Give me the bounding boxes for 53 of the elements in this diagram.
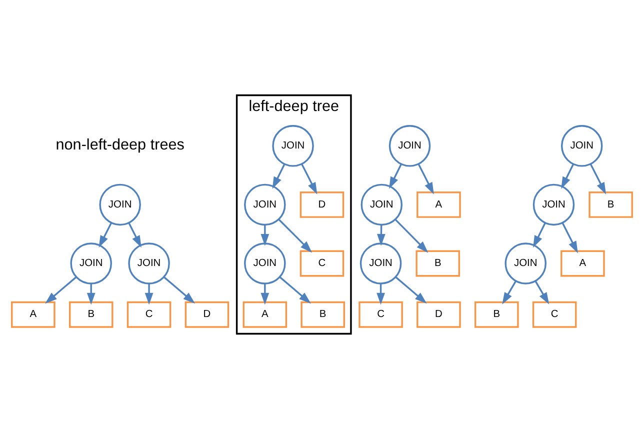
node-circle: JOIN	[560, 124, 603, 166]
node-circle: JOIN	[99, 183, 141, 226]
arrow	[395, 276, 427, 304]
node-circle: JOIN	[360, 183, 403, 226]
node-box: C	[126, 300, 172, 328]
arrow	[279, 276, 311, 304]
arrow	[394, 218, 428, 252]
node-box: C	[532, 300, 577, 328]
arrow	[502, 280, 517, 304]
arrow	[260, 224, 270, 246]
node-box: A	[11, 300, 56, 328]
node-box: D	[300, 191, 344, 218]
node-circle: JOIN	[70, 242, 112, 284]
node-circle: JOIN	[360, 242, 402, 284]
arrow	[533, 222, 546, 248]
node-box: B	[588, 191, 633, 218]
node-circle: JOIN	[504, 242, 546, 284]
arrow	[534, 280, 550, 304]
arrow	[260, 283, 270, 304]
node-box: B	[416, 250, 460, 276]
arrow	[418, 163, 434, 194]
arrow	[301, 163, 318, 194]
arrow	[272, 163, 286, 188]
node-box: D	[184, 300, 230, 328]
arrow	[128, 222, 142, 248]
arrow	[377, 224, 386, 246]
node-box: A	[242, 300, 288, 328]
arrow	[86, 283, 96, 304]
label: non-left-deep trees	[56, 136, 184, 154]
node-box: A	[560, 250, 605, 276]
node-circle: JOIN	[532, 183, 575, 226]
node-circle: JOIN	[244, 183, 286, 226]
arrow	[98, 222, 112, 248]
arrow	[45, 276, 77, 304]
node-circle: JOIN	[388, 124, 431, 166]
node-circle: JOIN	[128, 242, 170, 284]
node-box: C	[300, 250, 344, 276]
arrow	[562, 222, 578, 253]
node-box: A	[416, 191, 461, 218]
node-circle: JOIN	[272, 124, 314, 166]
node-box: B	[300, 300, 345, 328]
node-box: D	[416, 300, 461, 328]
arrow	[144, 283, 154, 304]
node-box: B	[474, 300, 519, 328]
arrow	[590, 163, 606, 194]
arrow	[278, 218, 312, 252]
arrow	[376, 283, 385, 304]
arrow	[389, 163, 402, 188]
arrow	[163, 276, 196, 304]
arrow	[561, 163, 574, 188]
node-circle: JOIN	[244, 242, 286, 284]
node-box: B	[68, 300, 114, 328]
node-box: C	[358, 300, 403, 328]
